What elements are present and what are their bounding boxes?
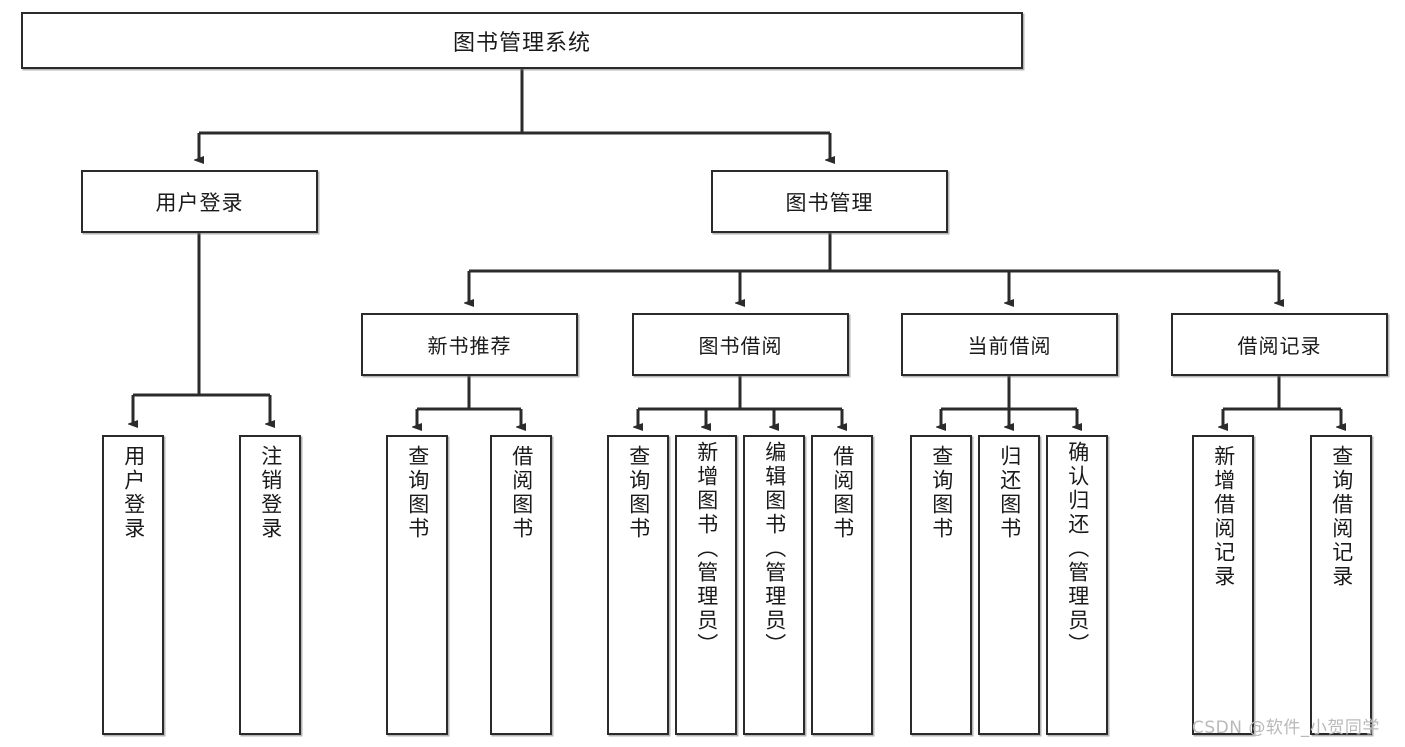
leaf-book-borrow-add-admin[interactable]: 新增图书（管理员） bbox=[675, 435, 737, 735]
leaf-user-login-logout[interactable]: 注销登录 bbox=[239, 435, 301, 735]
leaf-current-borrow-confirm-admin[interactable]: 确认归还（管理员） bbox=[1046, 435, 1108, 735]
leaf-new-book-query[interactable]: 查询图书 bbox=[386, 435, 448, 735]
leaf-current-borrow-query[interactable]: 查询图书 bbox=[910, 435, 972, 735]
node-book-borrow[interactable]: 图书借阅 bbox=[632, 313, 849, 376]
node-current-borrow[interactable]: 当前借阅 bbox=[901, 313, 1118, 376]
node-root-system[interactable]: 图书管理系统 bbox=[21, 12, 1023, 69]
leaf-record-query[interactable]: 查询借阅记录 bbox=[1310, 435, 1372, 735]
node-new-book-recommend[interactable]: 新书推荐 bbox=[361, 313, 578, 376]
leaf-current-borrow-return[interactable]: 归还图书 bbox=[978, 435, 1040, 735]
csdn-watermark: CSDN @软件_小贺同学 bbox=[1192, 718, 1380, 738]
leaf-book-borrow-borrow[interactable]: 借阅图书 bbox=[811, 435, 873, 735]
node-borrow-record[interactable]: 借阅记录 bbox=[1171, 313, 1388, 376]
leaf-user-login-login[interactable]: 用户登录 bbox=[102, 435, 164, 735]
leaf-book-borrow-edit-admin[interactable]: 编辑图书（管理员） bbox=[743, 435, 805, 735]
leaf-new-book-borrow[interactable]: 借阅图书 bbox=[490, 435, 552, 735]
node-user-login[interactable]: 用户登录 bbox=[81, 170, 318, 233]
leaf-book-borrow-query[interactable]: 查询图书 bbox=[607, 435, 669, 735]
node-book-management[interactable]: 图书管理 bbox=[711, 170, 948, 233]
leaf-record-add[interactable]: 新增借阅记录 bbox=[1192, 435, 1254, 735]
